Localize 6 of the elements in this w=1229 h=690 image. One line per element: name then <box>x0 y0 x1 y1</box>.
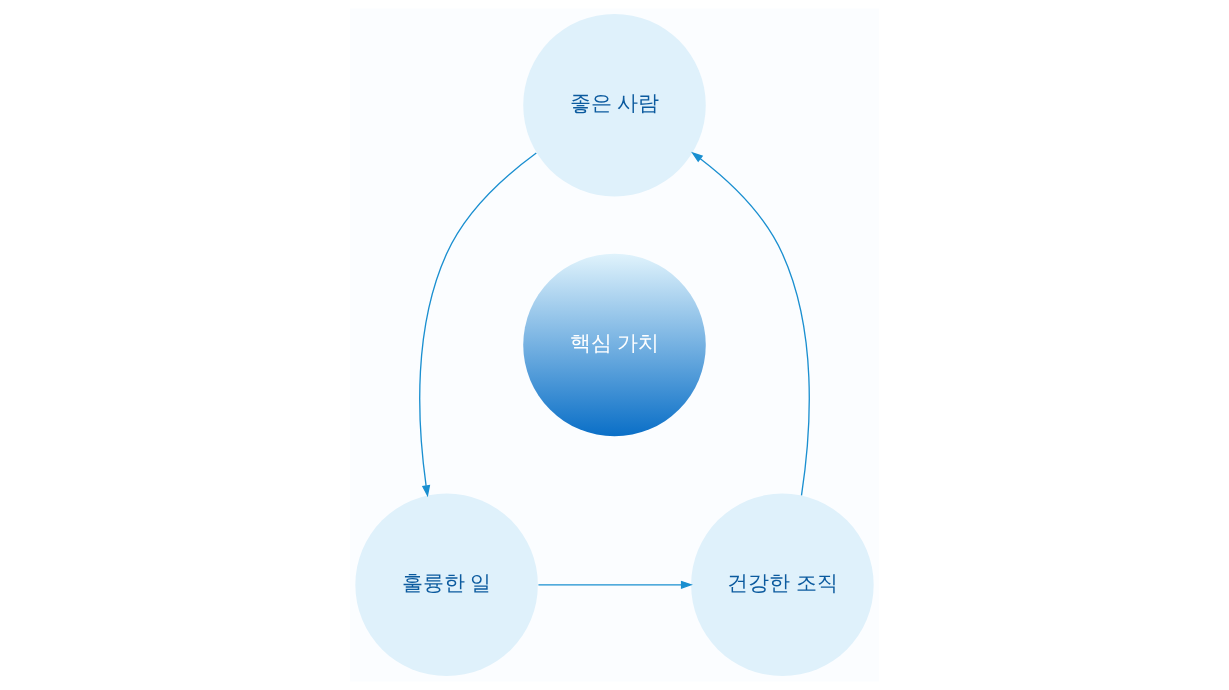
node-circle: 핵심 가치 <box>523 253 706 437</box>
node-circle: 훌륭한 일 <box>355 493 538 677</box>
arrow <box>537 580 693 590</box>
arrow <box>691 151 810 496</box>
node-circle: 건강한 조직 <box>691 493 874 677</box>
arrow <box>419 152 537 498</box>
